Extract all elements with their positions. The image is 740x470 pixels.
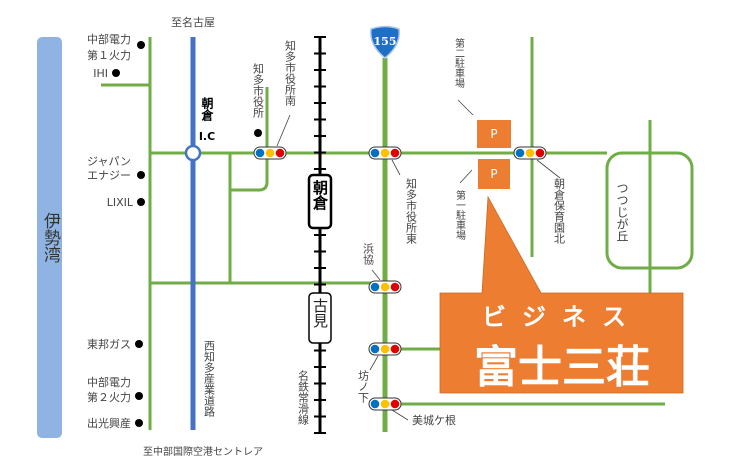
traffic-signal-icon [513,146,547,160]
svg-text:エナジー: エナジー [87,169,131,182]
parking-first-label: 第一駐車場 [454,189,466,241]
station-asakura-label: 朝倉 [311,180,329,211]
parking-first-symbol: P [490,167,497,181]
svg-text:LIXIL: LIXIL [107,196,134,209]
traffic-signal-icon [253,146,287,160]
svg-text:第２火力: 第２火力 [87,390,131,404]
ise-bay [37,37,62,438]
traffic-signal-icon [368,397,402,411]
route-number: 155 [374,35,397,48]
interchange-icon [184,144,202,162]
station-furumi-label: 古見 [311,298,329,329]
svg-text:ジャパン: ジャパン [87,155,131,168]
traffic-signal-icon [368,342,402,356]
svg-text:中部電力: 中部電力 [87,375,131,389]
signal-label-bonoshita: 坊ノ下 [357,369,370,404]
parking-second-label: 第二駐車場 [453,37,465,89]
signal-label-nursery-north: 朝倉保育園北 [553,178,566,244]
svg-text:出光興産: 出光興産 [87,416,131,430]
route-155-shield-icon [370,25,400,59]
signal-labels [276,99,561,421]
traffic-signals [253,146,547,411]
svg-text:第１火力: 第１火力 [87,48,131,62]
parking-second-symbol: P [490,127,497,141]
signal-label-city-hall-south: 知多市役所南 [284,39,297,106]
railway [314,36,326,434]
business-callout [439,195,684,394]
station-furumi [308,292,332,344]
city-hall-label: 知多市役所 [252,62,265,119]
signal-label-city-hall-east: 知多市役所東 [405,177,418,245]
interchange-label-ic: I.C [199,130,215,143]
railway-label: 名鉄常滑線 [297,369,310,425]
area-label: つつじが丘 [615,182,629,242]
business-type: ビジネス [482,303,642,331]
parking-second [477,120,511,148]
parking-first [478,159,510,189]
expressway-label: 西知多産業道路 [203,340,216,418]
signal-label-mishirogane: 美城ケ根 [412,413,456,427]
traffic-signal-icon [368,146,402,160]
landmark-dots [112,41,262,427]
svg-text:東邦ガス: 東邦ガス [87,338,131,351]
interchange-label: 朝倉 [200,96,214,122]
signal-label-hamakyo: 浜協 [362,243,375,266]
traffic-signal-icon [368,280,402,294]
svg-text:中部電力: 中部電力 [87,32,131,46]
south-direction: 至中部国際空港セントレア [143,445,263,458]
north-direction: 至名古屋 [171,15,215,29]
business-name: 富士三荘 [474,342,650,393]
svg-text:IHI: IHI [93,67,108,80]
bay-label: 伊勢湾 [40,212,61,264]
station-asakura [307,173,333,230]
landmark-labels: 中部電力 第１火力 IHI ジャパン エナジー LIXIL 東邦ガス 中部電力 … [87,32,134,430]
